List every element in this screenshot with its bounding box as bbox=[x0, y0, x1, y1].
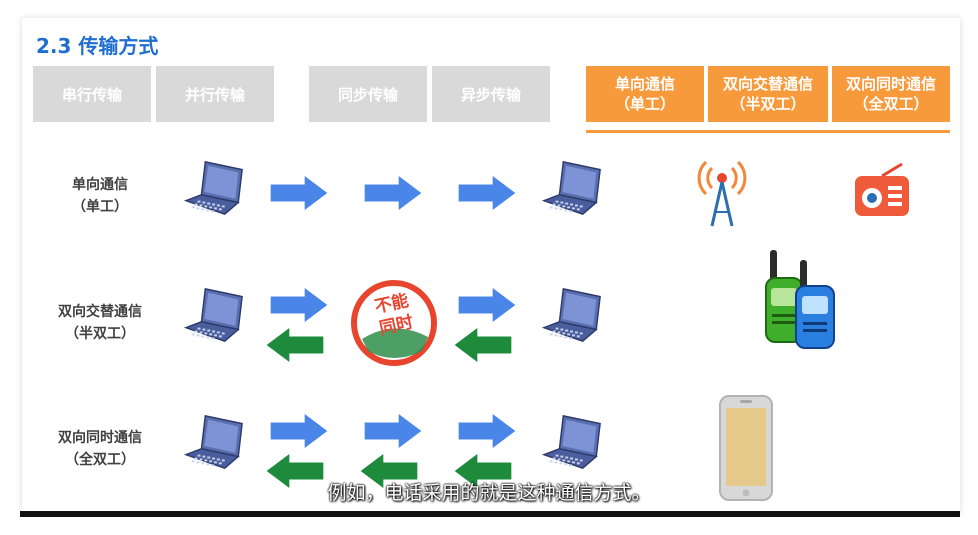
no-simultaneous-badge: 不能 同时 bbox=[350, 279, 438, 367]
tab-sync: 同步传输 bbox=[309, 66, 427, 122]
walkie-talkie-icon bbox=[765, 250, 835, 349]
right-arrow-icon bbox=[270, 288, 328, 322]
video-subtitle: 例如，电话采用的就是这种通信方式。 bbox=[327, 482, 651, 504]
tab-simplex-line2: （单工） bbox=[614, 95, 675, 113]
tab-simplex: 单向通信 （单工） bbox=[586, 66, 704, 122]
laptop-icon bbox=[184, 412, 246, 474]
tab-half-duplex: 双向交替通信 （半双工） bbox=[708, 66, 828, 122]
tab-async: 异步传输 bbox=[432, 66, 550, 122]
row-label-half-duplex: 双向交替通信 （半双工） bbox=[30, 301, 170, 345]
row-label-full-duplex-line2: （全双工） bbox=[65, 452, 135, 468]
page-title: 2.3 传输方式 bbox=[36, 34, 159, 58]
right-arrow-icon bbox=[364, 414, 422, 448]
tab-half-duplex-line2: （半双工） bbox=[730, 95, 806, 113]
left-arrow-icon bbox=[266, 328, 324, 362]
radio-tower-icon bbox=[697, 160, 747, 227]
phone-icon bbox=[719, 395, 773, 501]
row-label-simplex-line1: 单向通信 bbox=[72, 177, 128, 193]
right-arrow-icon bbox=[364, 176, 422, 210]
right-arrow-icon bbox=[458, 176, 516, 210]
row-label-full-duplex: 双向同时通信 （全双工） bbox=[30, 427, 170, 471]
row-label-full-duplex-line1: 双向同时通信 bbox=[58, 430, 142, 446]
laptop-icon bbox=[184, 285, 246, 347]
row-label-simplex-line2: （单工） bbox=[72, 199, 128, 215]
tab-parallel: 并行传输 bbox=[156, 66, 274, 122]
orange-underline bbox=[586, 130, 950, 133]
tab-full-duplex-line1: 双向同时通信 bbox=[845, 75, 936, 93]
laptop-icon bbox=[542, 285, 604, 347]
row-label-half-duplex-line2: （半双工） bbox=[65, 326, 135, 342]
left-arrow-icon bbox=[454, 328, 512, 362]
radio-icon bbox=[855, 162, 909, 216]
right-arrow-icon bbox=[458, 288, 516, 322]
right-arrow-icon bbox=[270, 176, 328, 210]
tab-full-duplex-line2: （全双工） bbox=[853, 95, 929, 113]
bottom-bar bbox=[20, 511, 960, 517]
right-arrow-icon bbox=[458, 414, 516, 448]
tab-full-duplex: 双向同时通信 （全双工） bbox=[832, 66, 950, 122]
tab-half-duplex-line1: 双向交替通信 bbox=[722, 75, 813, 93]
row-label-simplex: 单向通信 （单工） bbox=[30, 174, 170, 218]
row-label-half-duplex-line1: 双向交替通信 bbox=[58, 304, 142, 320]
laptop-icon bbox=[184, 158, 246, 220]
tab-serial: 串行传输 bbox=[33, 66, 151, 122]
laptop-icon bbox=[542, 412, 604, 474]
right-arrow-icon bbox=[270, 414, 328, 448]
laptop-icon bbox=[542, 158, 604, 220]
tab-simplex-line1: 单向通信 bbox=[614, 75, 675, 93]
